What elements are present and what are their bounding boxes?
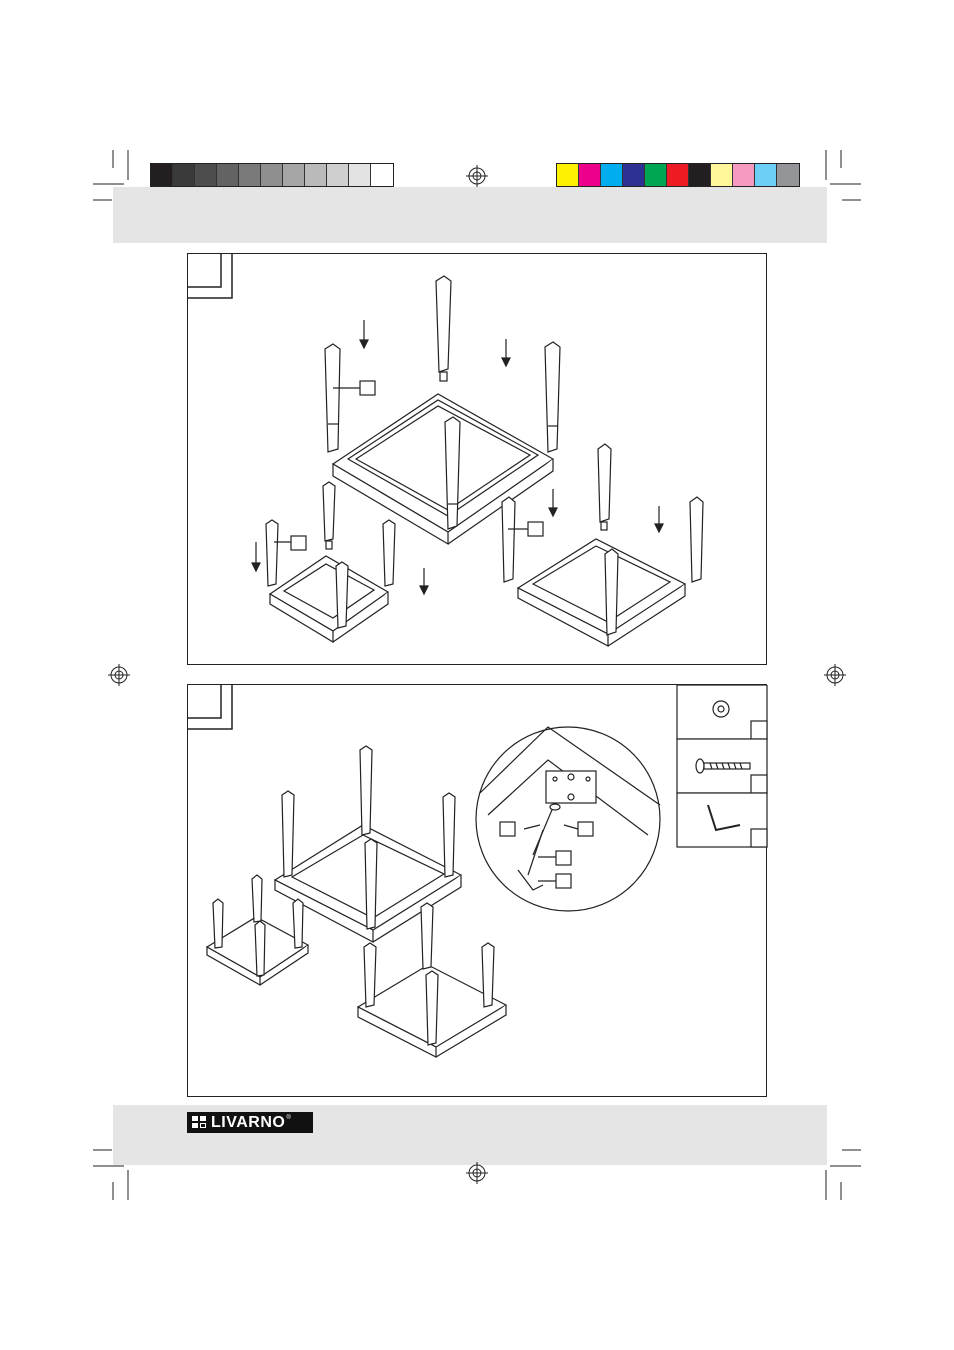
large-table-leg (435, 275, 452, 382)
color-swatch (601, 164, 623, 186)
grayscale-swatch (239, 164, 261, 186)
grayscale-swatch (305, 164, 327, 186)
top-print-band (113, 187, 827, 243)
grayscale-swatch (151, 164, 173, 186)
medium-table-frame (516, 538, 687, 647)
washer (549, 803, 561, 811)
color-swatch (667, 164, 689, 186)
parts-legend (676, 685, 768, 848)
color-swatch (557, 164, 579, 186)
bolt (527, 829, 544, 876)
part-callout-box (527, 521, 544, 537)
step-number-box (188, 685, 222, 719)
grayscale-swatch (283, 164, 305, 186)
arrow-down-icon (654, 506, 664, 534)
medium-table-leg (501, 496, 516, 583)
part-callout-box (359, 380, 376, 396)
part-callout-box (577, 821, 594, 837)
step-tab (188, 254, 233, 299)
grayscale-swatch (327, 164, 349, 186)
grayscale-swatch (349, 164, 371, 186)
allen-key-icon (707, 804, 741, 832)
color-swatch (579, 164, 601, 186)
part-callout-box (555, 873, 572, 889)
small-table-leg (382, 519, 396, 587)
small-table-frame (268, 555, 390, 644)
grayscale-calibration-bar (150, 163, 394, 187)
color-swatch (689, 164, 711, 186)
arrow-down-icon (419, 568, 429, 596)
color-swatch (645, 164, 667, 186)
allen-key-icon (517, 869, 544, 891)
small-table-leg (335, 561, 349, 629)
bolt-icon (695, 758, 751, 774)
arrow-down-icon (548, 489, 558, 518)
small-table-leg (265, 519, 279, 587)
arrow-down-icon (251, 542, 261, 573)
grayscale-swatch (371, 164, 393, 186)
part-callout-box (499, 821, 516, 837)
assembly-step-1-panel (187, 253, 767, 665)
large-table-leg (324, 343, 341, 453)
assembly-step-2-panel (187, 684, 768, 1097)
color-swatch (733, 164, 755, 186)
registered-mark: ® (286, 1115, 291, 1121)
brand-logo: LIVARNO ® (187, 1112, 313, 1133)
color-swatch (711, 164, 733, 186)
grayscale-swatch (173, 164, 195, 186)
assembled-medium-table (356, 902, 508, 1058)
corner-detail-magnifier (475, 726, 661, 912)
color-swatch (777, 164, 799, 186)
color-swatch (623, 164, 645, 186)
assembled-large-table (273, 745, 463, 943)
bolt (532, 804, 555, 856)
medium-table-leg (604, 548, 619, 636)
tightening-bolts-illustration (188, 685, 768, 1058)
assembled-small-table (205, 874, 310, 987)
registration-mark-icon (466, 1162, 488, 1184)
part-callout-box (290, 535, 307, 551)
medium-table-leg (689, 496, 704, 583)
step-number-box (188, 254, 222, 288)
medium-table-leg (597, 443, 612, 531)
grayscale-swatch (217, 164, 239, 186)
large-table-leg (544, 341, 561, 453)
step-tab (188, 685, 233, 730)
logo-mark-icon (192, 1116, 208, 1129)
legs-insertion-illustration (188, 254, 704, 647)
grayscale-swatch (261, 164, 283, 186)
arrow-down-icon (501, 339, 511, 368)
part-callout-box (555, 850, 572, 866)
arrow-down-icon (359, 320, 369, 350)
registration-marks (108, 165, 846, 1184)
registration-mark-icon (108, 664, 130, 686)
large-table-leg (444, 416, 461, 530)
small-table-leg (322, 481, 336, 550)
brand-name: LIVARNO (211, 1113, 286, 1131)
registration-mark-icon (466, 165, 488, 187)
large-table-frame (331, 393, 555, 546)
registration-mark-icon (824, 664, 846, 686)
color-calibration-bar (556, 163, 800, 187)
color-swatch (755, 164, 777, 186)
grayscale-swatch (195, 164, 217, 186)
